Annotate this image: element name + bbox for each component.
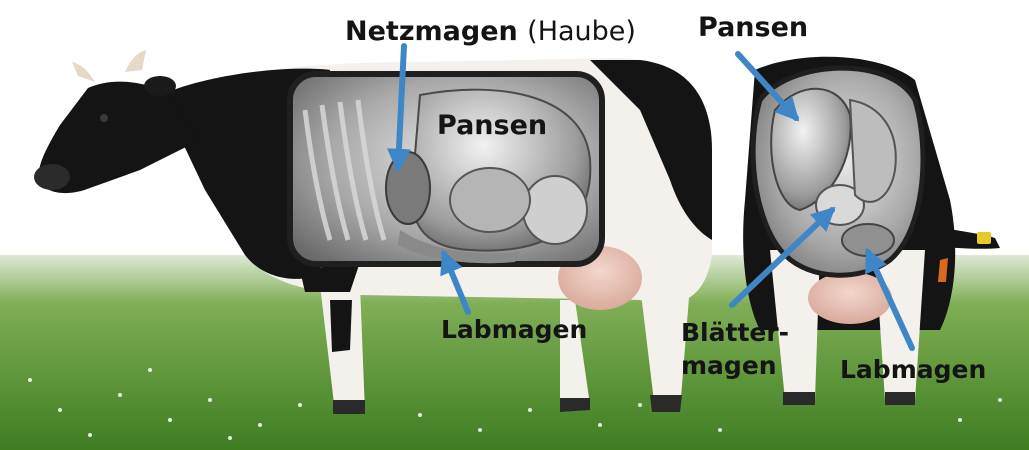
label-netzmagen-haube: Netzmagen (Haube) (345, 18, 636, 45)
label-pansen-rear: Pansen (698, 14, 808, 41)
label-pansen-side: Pansen (437, 112, 547, 139)
netzmagen-organ-side (386, 152, 430, 224)
label-blaettermagen: Blätter-magen (681, 317, 789, 382)
label-blaettermagen-line2: magen (681, 350, 789, 383)
label-netzmagen: Netzmagen (345, 16, 518, 47)
label-haube: (Haube) (527, 16, 636, 47)
label-blaettermagen-line1: Blätter- (681, 317, 789, 350)
label-labmagen-side: Labmagen (441, 317, 587, 342)
label-labmagen-rear: Labmagen (840, 357, 986, 382)
